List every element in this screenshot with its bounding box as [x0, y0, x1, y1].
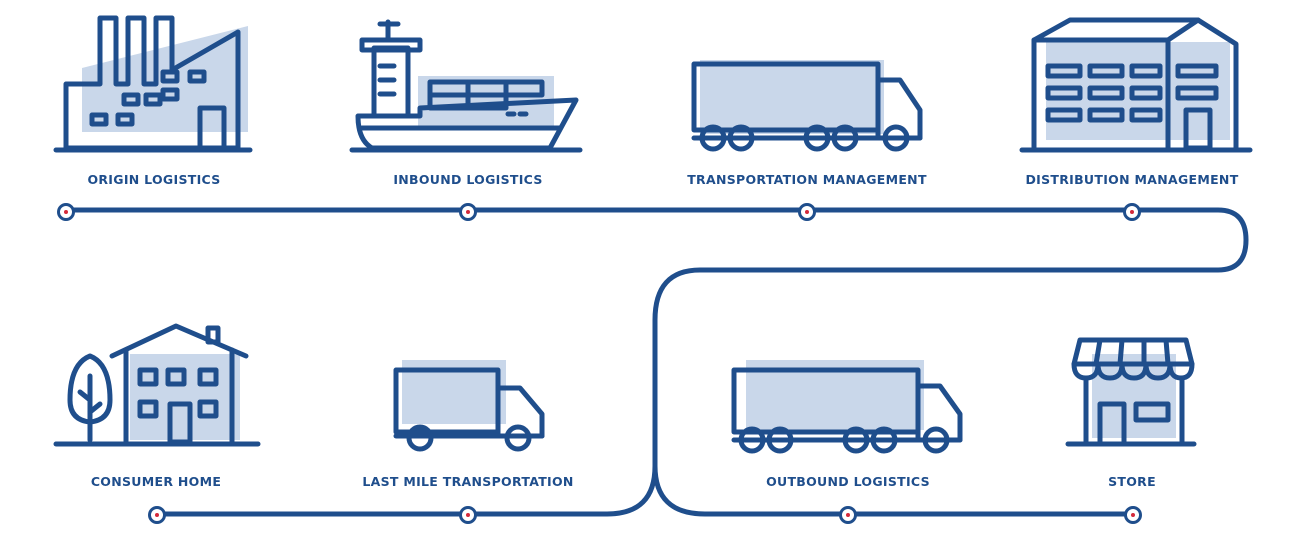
cargo-ship-icon — [349, 19, 583, 153]
flow-path — [63, 207, 1249, 517]
semi-truck-icon — [731, 360, 963, 454]
step-node-outbound-logistics — [839, 506, 857, 524]
delivery-truck-icon — [393, 360, 545, 452]
step-label-transportation-management: TRANSPORTATION MANAGEMENT — [687, 172, 927, 187]
factory-icon — [53, 15, 253, 153]
step-label-distribution-management: DISTRIBUTION MANAGEMENT — [1025, 172, 1239, 187]
step-node-transportation-management — [798, 203, 816, 221]
step-node-distribution-management — [1123, 203, 1141, 221]
step-node-last-mile-transportation — [459, 506, 477, 524]
warehouse-icon — [1019, 17, 1253, 153]
step-label-inbound-logistics: INBOUND LOGISTICS — [393, 172, 543, 187]
flow-start-node — [57, 203, 75, 221]
step-node-consumer-home — [148, 506, 166, 524]
store-icon — [1065, 337, 1197, 447]
house-icon — [53, 323, 261, 447]
step-node-inbound-logistics — [459, 203, 477, 221]
semi-truck-icon — [691, 60, 923, 152]
step-node-store — [1124, 506, 1142, 524]
step-label-outbound-logistics: OUTBOUND LOGISTICS — [766, 474, 930, 489]
step-label-origin-logistics: ORIGIN LOGISTICS — [87, 172, 221, 187]
step-label-store: STORE — [1108, 474, 1156, 489]
step-label-last-mile-transportation: LAST MILE TRANSPORTATION — [362, 474, 574, 489]
step-label-consumer-home: CONSUMER HOME — [90, 474, 222, 489]
